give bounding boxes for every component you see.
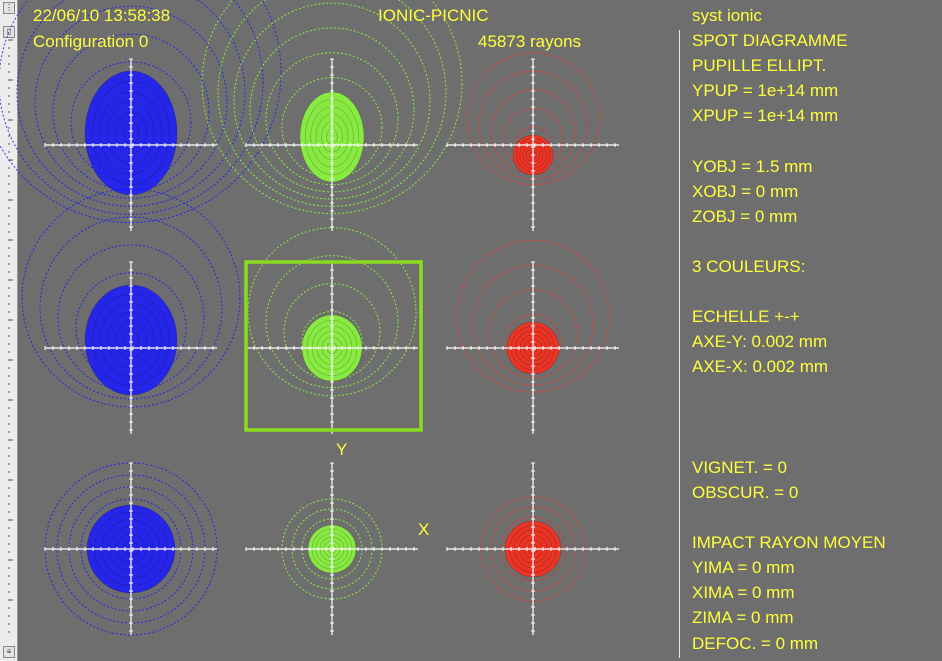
y-axis-label: Y <box>336 440 348 459</box>
spot-halo <box>472 264 594 386</box>
ray-count-label: 45873 rayons <box>478 32 582 51</box>
spot-halo <box>39 216 223 400</box>
spot-halo <box>265 52 399 186</box>
ruler-ticks <box>8 39 13 633</box>
info-line: IMPACT RAYON MOYEN <box>692 533 886 553</box>
spot-halo <box>34 5 228 199</box>
info-line: AXE-X: 0.002 mm <box>692 357 829 377</box>
ruler-toggle-icon[interactable]: ▯ <box>3 26 15 38</box>
spot-halo <box>57 244 205 392</box>
spot-halo <box>217 0 447 207</box>
spot-halo <box>0 0 264 215</box>
spot-halo <box>70 61 192 183</box>
info-line: AXE-Y: 0.002 mm <box>692 332 828 352</box>
spot-halo <box>504 314 562 372</box>
datetime-label: 22/06/10 13:58:38 <box>33 6 171 25</box>
info-line: ECHELLE +-+ <box>692 307 800 327</box>
lines-icon[interactable]: ≡ <box>3 646 15 658</box>
menu-icon[interactable]: ⋮ <box>3 2 15 14</box>
selected-cell-box <box>244 260 423 432</box>
spot-halo <box>16 0 246 207</box>
info-line: YOBJ = 1.5 mm <box>692 156 813 176</box>
info-line: DEFOC. = 0 mm <box>692 633 819 653</box>
info-line: ZOBJ = 0 mm <box>692 206 798 226</box>
spot-halo <box>466 52 600 186</box>
spot-halo <box>21 188 241 408</box>
spot-halo <box>456 239 610 393</box>
spot-halo <box>247 227 417 397</box>
info-line: VIGNET. = 0 <box>692 457 787 477</box>
info-line: YIMA = 0 mm <box>692 558 795 578</box>
info-line: syst ionic <box>692 6 762 25</box>
spot-halo <box>265 255 399 389</box>
configuration-label: Configuration 0 <box>33 32 149 51</box>
info-line: SPOT DIAGRAMME <box>692 31 848 51</box>
info-line: 3 COULEURS: <box>692 257 806 276</box>
vertical-ruler[interactable]: ⋮ ▯ ≡ <box>0 0 18 661</box>
info-line: XIMA = 0 mm <box>692 583 795 603</box>
spot-halo <box>0 0 282 223</box>
program-title: IONIC-PICNIC <box>378 6 489 25</box>
info-line: XOBJ = 0 mm <box>692 181 799 201</box>
info-line: YPUP = 1e+14 mm <box>692 81 839 101</box>
info-line: PUPILLE ELLIPT. <box>692 56 827 76</box>
spot-halo <box>52 33 210 191</box>
info-line: ZIMA = 0 mm <box>692 608 794 628</box>
spot-halo <box>75 272 187 384</box>
spot-halo <box>281 77 383 178</box>
info-line: XPUP = 1e+14 mm <box>692 106 839 126</box>
info-line: OBSCUR. = 0 <box>692 482 799 502</box>
panel-divider <box>679 30 680 658</box>
x-axis-label: X <box>418 520 430 539</box>
